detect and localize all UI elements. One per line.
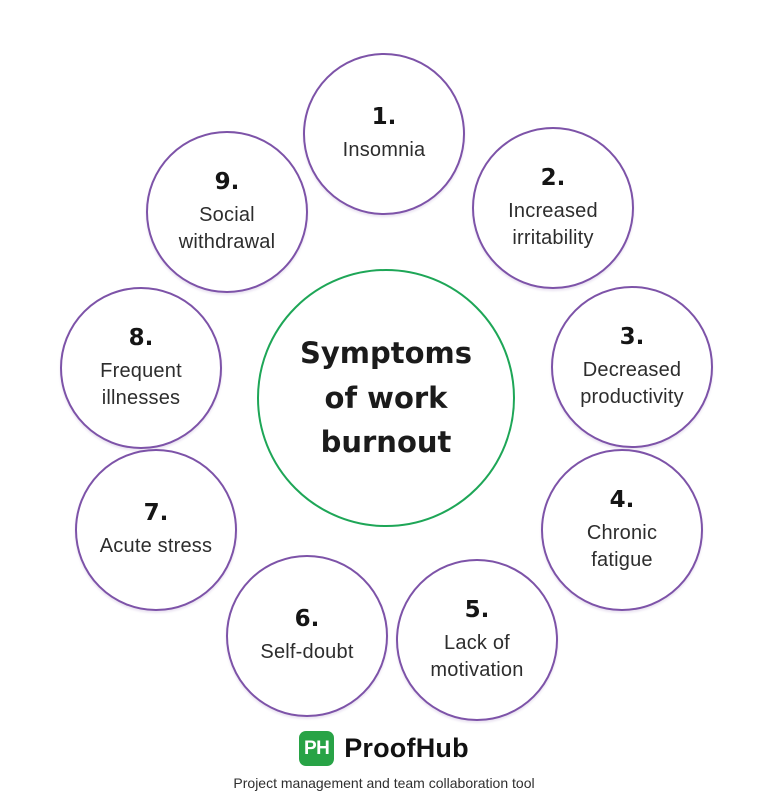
- symptom-number: 7.: [143, 500, 169, 526]
- symptom-circle-6: 6. Self-doubt: [226, 555, 388, 717]
- symptom-label: Decreased productivity: [580, 358, 684, 408]
- symptom-number: 4.: [609, 486, 635, 513]
- symptom-number: 5.: [464, 596, 490, 623]
- symptom-circle-1: 1. Insomnia: [303, 53, 465, 215]
- symptom-label: Chronic fatigue: [586, 521, 658, 571]
- symptom-number: 8.: [128, 324, 154, 351]
- symptom-label: Frequent illnesses: [100, 359, 182, 409]
- symptom-label: Self-doubt: [260, 641, 354, 663]
- symptom-label: Social withdrawal: [178, 203, 276, 253]
- symptom-number: 6.: [294, 606, 320, 632]
- brand-tagline: Project management and team collaboratio…: [233, 775, 535, 791]
- proofhub-logo: PH ProofHub: [299, 731, 469, 766]
- footer: PH ProofHub Project management and team …: [0, 731, 768, 791]
- symptom-circle-3: 3. Decreased productivity: [551, 286, 713, 448]
- symptom-label: Acute stress: [99, 535, 213, 557]
- symptom-circle-4: 4. Chronic fatigue: [541, 449, 703, 611]
- symptom-circle-5: 5. Lack of motivation: [396, 559, 558, 721]
- symptom-number: 9.: [214, 168, 240, 195]
- symptom-circle-8: 8. Frequent illnesses: [60, 287, 222, 449]
- symptom-label: Increased irritability: [508, 199, 598, 249]
- symptom-circle-9: 9. Social withdrawal: [146, 131, 308, 293]
- symptom-label: Insomnia: [342, 139, 426, 161]
- symptom-label: Lack of motivation: [430, 631, 524, 681]
- symptom-number: 1.: [371, 104, 397, 130]
- brand-name: ProofHub: [344, 733, 469, 763]
- symptom-circle-7: 7. Acute stress: [75, 449, 237, 611]
- symptom-number: 3.: [619, 323, 645, 350]
- symptom-number: 2.: [540, 164, 566, 191]
- center-title-circle: Symptoms of work burnout: [257, 269, 515, 527]
- diagram-title: Symptoms of work burnout: [299, 335, 473, 460]
- symptom-circle-2: 2. Increased irritability: [472, 127, 634, 289]
- proofhub-logo-icon: PH: [299, 731, 335, 766]
